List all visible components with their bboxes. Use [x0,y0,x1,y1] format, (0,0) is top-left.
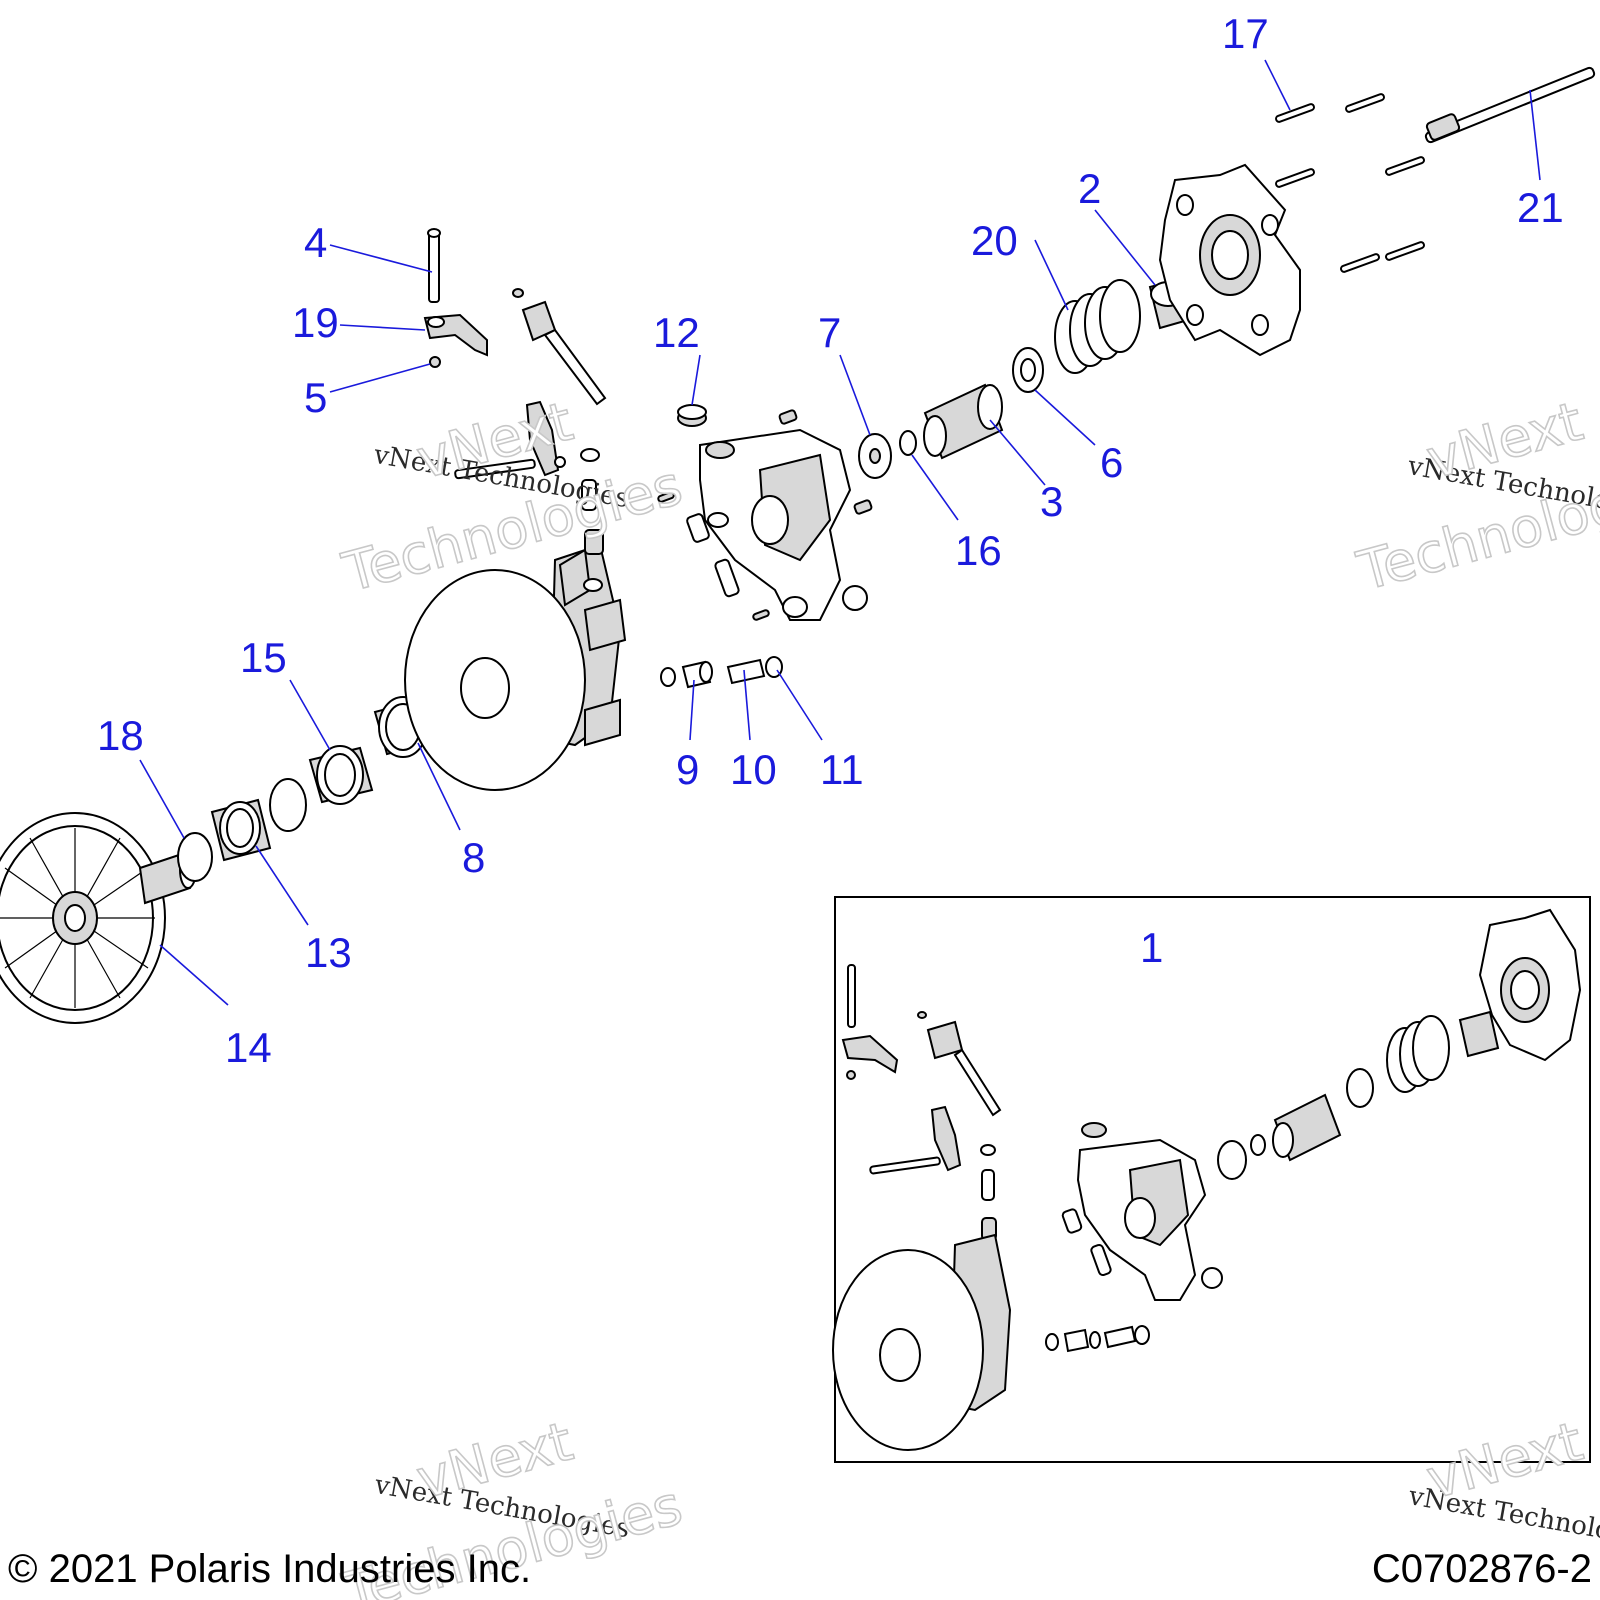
callout-17: 17 [1222,10,1269,57]
spider-casting [699,428,868,621]
callout-14: 14 [225,1024,272,1071]
part-20-spring [1054,279,1141,374]
callout-9: 9 [676,746,699,793]
part-21-long-bolt [1424,66,1596,144]
callout-2: 2 [1078,165,1101,212]
drawing-code: C0702876-2 [1372,1547,1592,1591]
part-12-button [677,404,707,427]
rollers-and-pins [580,409,873,621]
callout-18: 18 [97,712,144,759]
moveable-sheave [404,543,627,791]
exploded-view [0,66,1596,1024]
part-3-cylinder [923,383,1004,460]
part-13-bushing [210,798,272,862]
footer: © 2021 Polaris Industries Inc. C0702876-… [8,1547,1592,1591]
callout-10: 10 [730,746,777,793]
callout-1: 1 [1140,924,1163,971]
callout-19: 19 [292,299,339,346]
callout-16: 16 [955,527,1002,574]
roller-pin [512,288,607,406]
callout-3: 3 [1040,478,1063,525]
leader-lines [139,59,1541,1006]
callout-13: 13 [305,929,352,976]
part-15-bushing [308,745,374,805]
callout-5: 5 [304,374,327,421]
callout-11: 11 [820,746,864,793]
callout-12: 12 [653,309,700,356]
parts-9-10-11 [660,656,783,689]
part-6-washer [1012,347,1044,393]
callout-15: 15 [240,634,287,681]
callout-21: 21 [1517,184,1564,231]
callout-20: 20 [971,217,1018,264]
part-14-fixed-sheave [0,812,197,1024]
callout-4: 4 [304,219,327,266]
snap-ring [269,778,307,832]
assembly-inset: 1 [832,896,1591,1463]
part-17-bolts [1275,93,1425,273]
callout-8: 8 [462,834,485,881]
part-16-ring [899,430,917,456]
callout-7: 7 [818,309,841,356]
part-7-washer [858,433,892,479]
weight-arm [454,400,566,480]
part-18-ring [177,832,213,882]
cover-plate [1158,163,1301,357]
callout-6: 6 [1100,439,1123,486]
copyright-text: © 2021 Polaris Industries Inc. [8,1547,531,1591]
parts-4-19-5 [423,228,488,368]
callouts: 17 21 2 20 4 19 5 12 7 6 3 16 15 18 9 10… [97,10,1564,1071]
